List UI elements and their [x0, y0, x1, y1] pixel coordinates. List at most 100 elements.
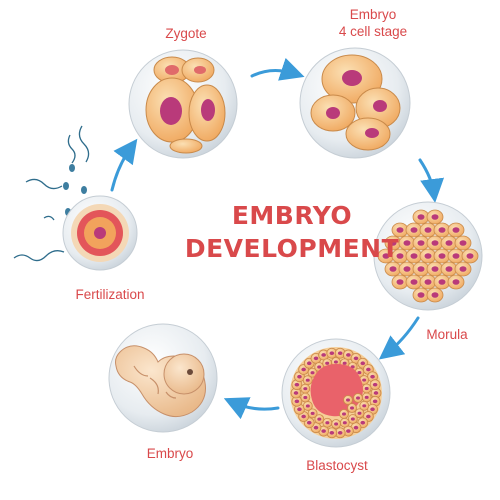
cell-nucleus [333, 360, 338, 364]
cell-nucleus [366, 414, 371, 419]
cell-nucleus [373, 391, 379, 395]
title-line-1: EMBRYO [231, 201, 353, 230]
cell-nucleus [305, 404, 310, 408]
four-cell-illustration [299, 47, 411, 159]
cycle-arrows [110, 57, 445, 420]
cell-nucleus [431, 292, 439, 298]
cell-nucleus [372, 382, 378, 387]
label-blastocyst: Blastocyst [306, 458, 368, 473]
cell-nucleus [410, 279, 418, 285]
cell-nucleus [310, 371, 315, 375]
label-morula: Morula [426, 327, 468, 342]
cell-nucleus [445, 266, 453, 272]
cell-nucleus [346, 429, 351, 433]
blastocyst-illustration [281, 338, 391, 448]
cell-nucleus [431, 214, 439, 220]
cell-nucleus [466, 253, 474, 259]
cell-nucleus [297, 374, 302, 379]
inner-cell-mass [339, 393, 363, 419]
cell-nucleus [438, 227, 446, 233]
cell-nucleus [410, 227, 418, 233]
cell-nucleus [389, 266, 397, 272]
fertilization-illustration [13, 125, 138, 271]
cell-nucleus [329, 351, 335, 356]
cell-nucleus [321, 353, 326, 357]
cell-nucleus [342, 361, 347, 365]
cell-nucleus [417, 292, 425, 298]
cell-nucleus [431, 266, 439, 272]
cell-nucleus [362, 404, 367, 408]
label-fertilization: Fertilization [75, 287, 145, 302]
cell-nucleus [356, 396, 360, 400]
embryo-illustration [108, 323, 218, 433]
arrow-4cell-to-morula [418, 158, 445, 203]
cell-nucleus [445, 240, 453, 246]
cell-nucleus [431, 240, 439, 246]
cell-nucleus [325, 361, 330, 365]
morula-cells [377, 209, 479, 303]
cell-nucleus [389, 240, 397, 246]
cell-nucleus [382, 253, 390, 259]
cell-nucleus [459, 240, 467, 246]
cell-nucleus [364, 395, 369, 399]
cell-nucleus [306, 420, 312, 425]
cell-nucleus [350, 406, 354, 410]
cell-nucleus [424, 279, 432, 285]
cell-nucleus [325, 421, 330, 425]
cell-nucleus [313, 425, 319, 430]
cell-nucleus [350, 417, 355, 421]
cell-nucleus [403, 266, 411, 272]
cell-nucleus [452, 253, 460, 259]
cell-nucleus [370, 407, 375, 412]
arrow-fertilization-to-zygote [110, 138, 138, 192]
arrow-morula-to-blastocyst [378, 316, 420, 360]
cell-nucleus [417, 214, 425, 220]
cell-nucleus [360, 420, 366, 425]
cell-nucleus [303, 387, 308, 391]
cell-nucleus [424, 253, 432, 259]
cell-nucleus [410, 253, 418, 259]
label-embryo-4cell-line2: 4 cell stage [338, 24, 408, 39]
arrow-zygote-to-4cell [250, 57, 305, 81]
cell-nucleus [438, 253, 446, 259]
cell-nucleus [337, 430, 343, 435]
cell-nucleus [353, 356, 359, 361]
cell-nucleus [452, 227, 460, 233]
cell-nucleus [417, 240, 425, 246]
cell-nucleus [310, 411, 315, 415]
cell-nucleus [372, 399, 378, 404]
egg-nucleus [94, 227, 106, 239]
cell-nucleus [346, 353, 351, 357]
cell-nucleus [396, 227, 404, 233]
cell-nucleus [305, 378, 310, 382]
cell-nucleus [293, 391, 299, 395]
cell-nucleus [306, 361, 312, 366]
cell-nucleus [360, 361, 366, 366]
cell-nucleus [342, 421, 347, 425]
label-embryo: Embryo [146, 446, 194, 461]
cell-nucleus [317, 417, 322, 421]
cell-nucleus [357, 371, 362, 375]
cell-nucleus [342, 412, 346, 416]
cell-nucleus [294, 399, 300, 404]
blastocyst-cell-ring [290, 347, 382, 439]
cell-nucleus [303, 395, 308, 400]
cell-nucleus [301, 367, 306, 372]
cell-nucleus [438, 279, 446, 285]
label-zygote: Zygote [165, 26, 207, 41]
cell-nucleus [362, 378, 367, 382]
cell-nucleus [417, 266, 425, 272]
cell-nucleus [321, 429, 326, 433]
cell-nucleus [317, 365, 322, 369]
title-line-2: DEVELOPMENT [184, 234, 400, 263]
cell-nucleus [396, 279, 404, 285]
cell-nucleus [337, 351, 343, 356]
cell-nucleus [366, 367, 371, 372]
cell-nucleus [452, 279, 460, 285]
label-embryo-4cell-line1: Embryo [349, 7, 397, 22]
cell-nucleus [370, 374, 375, 379]
cell-nucleus [313, 356, 319, 361]
cell-nucleus [396, 253, 404, 259]
